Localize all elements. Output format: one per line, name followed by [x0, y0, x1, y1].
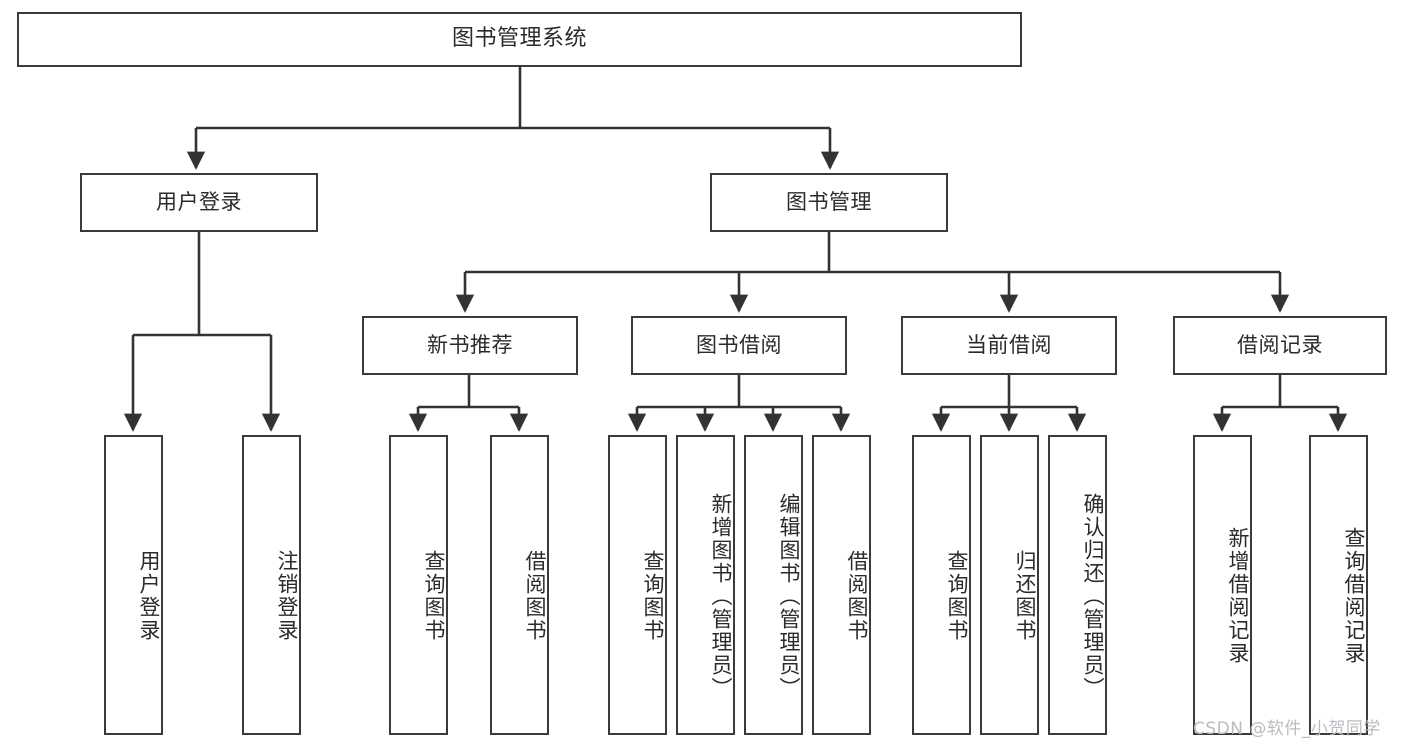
node-leaf-borrow-book-recommend[interactable]: 借阅图书 [490, 435, 549, 735]
node-label: 图书管理系统 [451, 26, 587, 52]
node-leaf-confirm-return-admin[interactable]: 确认归还（管理员） [1048, 435, 1107, 735]
node-root-book-management-system[interactable]: 图书管理系统 [17, 12, 1022, 67]
node-label: 当前借阅 [966, 332, 1052, 357]
node-label: 借阅记录 [1237, 332, 1323, 357]
node-label: 查询图书 [641, 550, 665, 642]
node-leaf-add-book-admin[interactable]: 新增图书（管理员） [676, 435, 735, 735]
csdn-watermark: CSDN @软件_小贺同学 [1193, 719, 1381, 739]
node-current-borrow[interactable]: 当前借阅 [901, 316, 1117, 375]
node-label: 新书推荐 [427, 332, 513, 357]
node-label: 用户登录 [137, 550, 161, 642]
node-leaf-return-book[interactable]: 归还图书 [980, 435, 1039, 735]
node-user-login[interactable]: 用户登录 [80, 173, 318, 232]
node-label: 图书借阅 [696, 332, 782, 357]
node-leaf-query-book-recommend[interactable]: 查询图书 [389, 435, 448, 735]
node-book-borrow[interactable]: 图书借阅 [631, 316, 847, 375]
node-borrow-record[interactable]: 借阅记录 [1173, 316, 1387, 375]
node-label: 查询借阅记录 [1342, 527, 1366, 665]
node-label: 新增借阅记录 [1226, 527, 1250, 665]
node-new-book-recommend[interactable]: 新书推荐 [362, 316, 578, 375]
node-leaf-add-borrow-record[interactable]: 新增借阅记录 [1193, 435, 1252, 735]
node-label: 注销登录 [275, 550, 299, 642]
node-label: 借阅图书 [845, 550, 869, 642]
node-label: 确认归还（管理员） [1081, 492, 1105, 700]
node-label: 查询图书 [945, 550, 969, 642]
node-book-management[interactable]: 图书管理 [710, 173, 948, 232]
node-leaf-query-borrow-record[interactable]: 查询借阅记录 [1309, 435, 1368, 735]
node-label: 借阅图书 [523, 550, 547, 642]
node-leaf-user-login[interactable]: 用户登录 [104, 435, 163, 735]
node-leaf-edit-book-admin[interactable]: 编辑图书（管理员） [744, 435, 803, 735]
node-label: 查询图书 [422, 550, 446, 642]
node-label: 编辑图书（管理员） [777, 492, 801, 700]
node-leaf-borrow-book[interactable]: 借阅图书 [812, 435, 871, 735]
node-leaf-query-book-borrow[interactable]: 查询图书 [608, 435, 667, 735]
node-label: 图书管理 [786, 189, 872, 214]
node-label: 用户登录 [156, 189, 242, 214]
node-leaf-logout[interactable]: 注销登录 [242, 435, 301, 735]
node-label: 新增图书（管理员） [709, 492, 733, 700]
node-leaf-query-book-current[interactable]: 查询图书 [912, 435, 971, 735]
node-label: 归还图书 [1013, 550, 1037, 642]
